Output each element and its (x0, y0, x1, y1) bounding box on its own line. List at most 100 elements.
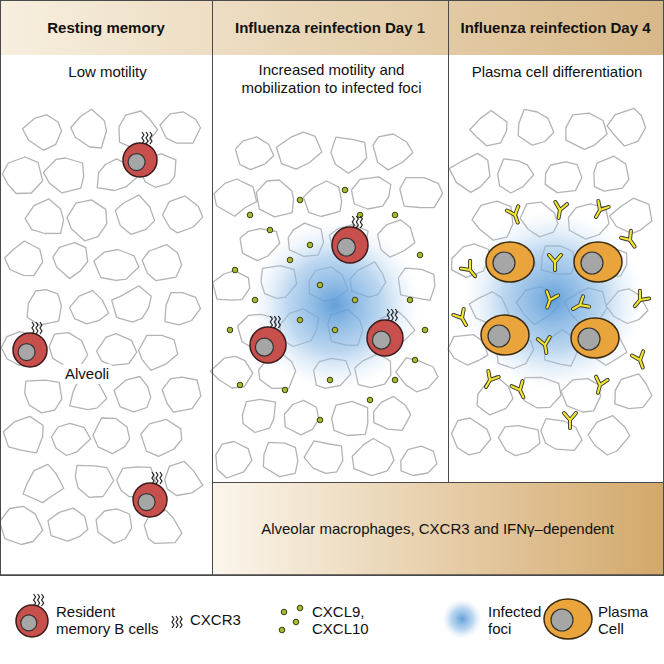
chemokine (287, 257, 293, 263)
chemokine (352, 297, 358, 303)
alveolus (48, 508, 88, 541)
cxcr3-receptor (38, 594, 40, 606)
alveolus (213, 271, 250, 300)
legend-text: CXCL9, CXCL10 (312, 603, 412, 638)
antibody (481, 371, 499, 390)
alveolus (210, 356, 253, 388)
header-band (0, 0, 664, 55)
alveolus (162, 377, 201, 412)
focus-sample (442, 599, 482, 639)
cxcr3-receptor (274, 316, 276, 328)
alveolus (49, 333, 87, 366)
cxcr3-receptor (356, 216, 358, 228)
antibody (553, 202, 567, 219)
memory-b-cell (250, 327, 286, 363)
cxcr3-receptor (395, 309, 397, 321)
memory-b-cell (16, 605, 48, 637)
cxcr3-receptor (150, 132, 152, 144)
antibody (461, 261, 480, 280)
alveolus (401, 446, 437, 475)
alveolus (615, 374, 652, 409)
alveolus (242, 399, 275, 432)
chemokine (293, 619, 299, 625)
chemokine (297, 197, 303, 203)
alveolus (374, 396, 411, 430)
alveolus (541, 419, 582, 451)
alveolus (256, 180, 293, 217)
nucleus (21, 615, 37, 631)
cxcr3-receptor (278, 316, 280, 328)
alveolus (112, 286, 152, 322)
alveolus (141, 419, 182, 456)
panel-heading: Resting memory (5, 1, 207, 54)
legend-text: Infected foci (488, 603, 554, 638)
cxcr3-receptor (391, 309, 393, 321)
cxcr3-receptor (270, 316, 272, 328)
alveolus (165, 461, 203, 495)
alveolus (25, 380, 62, 413)
alveolus (52, 423, 91, 455)
antibody (538, 337, 552, 354)
nucleus (372, 331, 390, 349)
chemokine (392, 377, 398, 383)
chemokine (282, 387, 288, 393)
alveolus (588, 416, 630, 455)
alveolus (75, 465, 113, 497)
antibody (512, 381, 529, 400)
alveolus (67, 200, 107, 241)
alveolus (498, 159, 534, 193)
cxcr3-receptor (352, 216, 354, 228)
chemokine (252, 297, 258, 303)
chemokine (267, 227, 273, 233)
cxcr3-receptor (32, 322, 34, 334)
chemokine (281, 609, 287, 615)
antibody (592, 377, 607, 395)
nucleus (18, 344, 35, 361)
panel-heading: Influenza reinfection Day 1 (217, 1, 443, 54)
alveolus (566, 113, 607, 149)
alveolus (165, 293, 200, 325)
alveolus (470, 111, 507, 146)
plasma-cell (574, 242, 622, 282)
alveolus (44, 158, 84, 193)
antibody (570, 296, 589, 314)
alveolus (396, 358, 438, 392)
alveolus (53, 243, 88, 279)
alveolus (607, 108, 646, 146)
cxcr3-receptor (180, 616, 182, 628)
antibody (621, 231, 639, 250)
alveolus (23, 115, 62, 151)
alveolus (594, 156, 629, 191)
cxcr3-receptor (360, 216, 362, 228)
cxcr3-receptor (156, 472, 158, 484)
memory-b-cell (123, 143, 157, 177)
alveoli (0, 108, 652, 544)
alveolus (142, 245, 182, 281)
cxcr3-receptor (40, 322, 42, 334)
chemokine (407, 297, 413, 303)
alveolus (216, 442, 252, 479)
chemokine (237, 382, 243, 388)
alveolus (0, 506, 43, 544)
alveolus (5, 241, 43, 276)
antibody (507, 206, 523, 224)
alveolus (235, 137, 273, 170)
alveolus (114, 377, 151, 412)
chemokine (227, 327, 233, 333)
nucleus (493, 252, 515, 274)
alveolus (70, 291, 109, 324)
bottom-band (212, 482, 664, 575)
cxcr3-receptor (387, 309, 389, 321)
chemokine (412, 357, 418, 363)
alveolus (499, 426, 541, 456)
legend-text: CXCR3 (190, 611, 270, 628)
antibody (453, 309, 471, 328)
legend-text: Plasma Cell (598, 603, 660, 638)
nucleus (128, 154, 145, 171)
chemokine (247, 212, 253, 218)
alveolus (2, 157, 42, 194)
cxcr3-receptor (146, 132, 148, 144)
alveolus (304, 441, 343, 474)
nucleus (488, 325, 510, 347)
